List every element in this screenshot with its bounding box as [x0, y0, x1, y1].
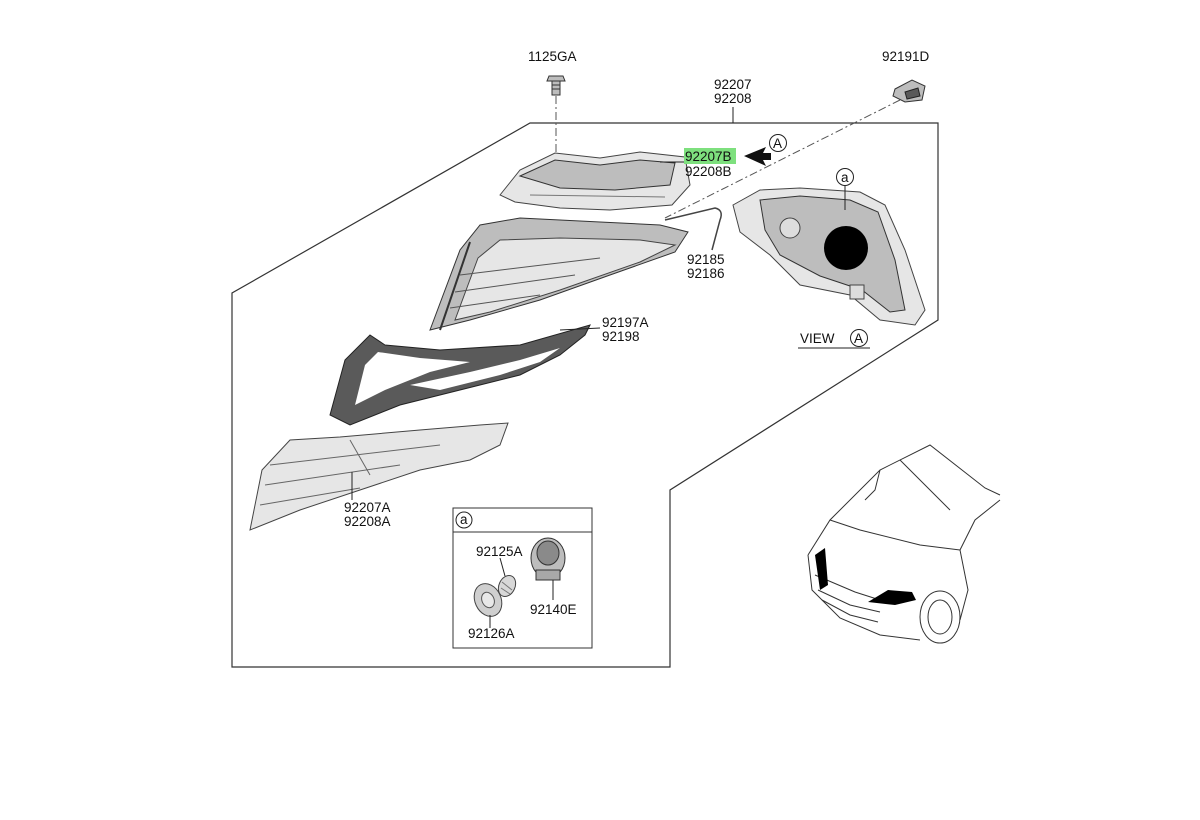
view-ref-letter: A [773, 136, 782, 151]
part-label-bolt[interactable]: 1125GA [528, 49, 577, 64]
part-label-bracket-1[interactable]: 92197A [602, 315, 649, 330]
part-label-cap-c[interactable]: 92140E [530, 602, 577, 617]
highlight-box [684, 148, 736, 164]
inset-callout-letter: a [460, 512, 468, 527]
view-callout-letter: a [841, 170, 849, 185]
part-label-lens-2[interactable]: 92208A [344, 514, 391, 529]
wiring-harness[interactable] [664, 207, 722, 251]
cap-92126a-icon[interactable] [469, 579, 507, 621]
vehicle-headlamp-right [868, 590, 916, 605]
headlamp-assembly-part[interactable] [429, 217, 689, 331]
part-label-harness-2[interactable]: 92186 [687, 266, 725, 281]
part-label-assembly-1[interactable]: 92207 [714, 77, 752, 92]
view-callout-circle [836, 168, 854, 186]
view-arrow-icon [744, 147, 771, 166]
bolt-icon[interactable] [546, 75, 566, 96]
view-label: VIEW [800, 331, 835, 346]
part-label-cap-b[interactable]: 92126A [468, 626, 515, 641]
part-label-socket[interactable]: 92191D [882, 49, 930, 64]
bracket-leader [559, 327, 601, 331]
vehicle-illustration [807, 444, 1001, 644]
part-label-housing-2[interactable]: 92208B [685, 164, 732, 179]
assembly-frame [231, 122, 939, 668]
inset-callout-circle [455, 511, 473, 529]
cap-92140e-icon[interactable] [530, 537, 566, 581]
part-label-lens-1[interactable]: 92207A [344, 500, 391, 515]
view-ref-letter-2: A [854, 331, 863, 346]
part-label-cap-a[interactable]: 92125A [476, 544, 523, 559]
view-ref-circle [769, 134, 787, 152]
part-label-housing-1[interactable]: 92207B [685, 149, 732, 164]
cap-92125a-icon[interactable] [495, 573, 519, 600]
inset-box [452, 507, 593, 649]
socket-center-line [664, 99, 901, 219]
headlamp-bracket-part[interactable] [329, 324, 591, 426]
bulb-cap-icon [824, 226, 868, 270]
part-label-bracket-2[interactable]: 92198 [602, 329, 640, 344]
headlamp-housing-part[interactable] [499, 151, 691, 211]
part-label-assembly-2[interactable]: 92208 [714, 91, 752, 106]
part-label-harness-1[interactable]: 92185 [687, 252, 725, 267]
vehicle-headlamp-left [815, 548, 828, 590]
cap-92125a-leader [499, 557, 506, 577]
view-ref-circle-2 [850, 329, 868, 347]
headlamp-lens-part[interactable] [249, 422, 509, 531]
socket-icon[interactable] [892, 79, 926, 103]
headlamp-rear-view [732, 187, 926, 326]
